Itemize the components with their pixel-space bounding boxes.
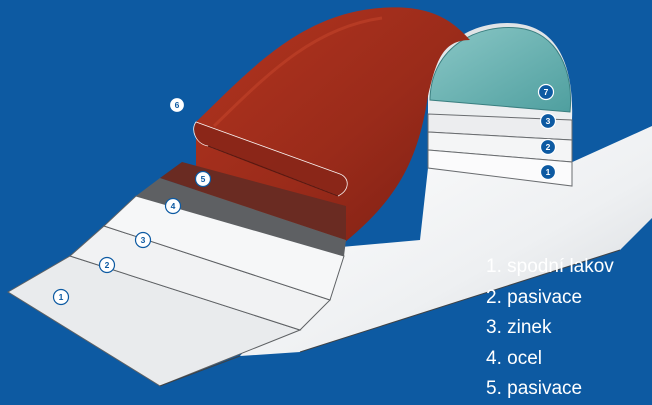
- legend-item-5: 5. pasivace: [486, 378, 583, 399]
- badge-left-2: 2: [98, 256, 116, 274]
- badge-right-3: 3: [539, 112, 557, 130]
- badge-left-4: 4: [164, 197, 182, 215]
- badge-left-5-label: 5: [201, 174, 206, 184]
- red-layer-highlight: [212, 16, 383, 128]
- right-band-1: [427, 149, 573, 187]
- badge-left-3-label: 3: [141, 235, 146, 245]
- badge-left-2-label: 2: [105, 260, 110, 270]
- badge-left-1-label: 1: [59, 292, 64, 302]
- badge-left-1: 1: [52, 288, 70, 306]
- badge-left-6-label: 6: [175, 100, 180, 110]
- badge-left-5: 5: [194, 170, 212, 188]
- legend-item-1: 1. spodní lakov: [486, 256, 614, 277]
- badge-right-2-label: 2: [546, 142, 551, 152]
- badge-left-4-label: 4: [171, 201, 176, 211]
- sheet-outline: [159, 249, 621, 387]
- badge-right-7-label: 7: [544, 87, 549, 97]
- legend-item-2: 2. pasivace: [486, 286, 583, 308]
- legend-item-4: 4. ocel: [486, 347, 542, 369]
- teal-topcoat-layer: [429, 27, 572, 113]
- coil-coating-layers-diagram: 1 2 3 4 5 6 7 3 2 1: [7, 7, 652, 387]
- badge-right-2: 2: [539, 138, 557, 156]
- layer-4-ocel: [136, 178, 346, 256]
- badge-right-3-label: 3: [546, 116, 551, 126]
- badge-left-3: 3: [134, 231, 152, 249]
- layer-legend: 1. spodní lakov 2. pasivace 3. zinek 4. …: [486, 252, 614, 405]
- legend-item-3: 3. zinek: [486, 317, 552, 338]
- badge-right-1: 1: [539, 163, 557, 181]
- badge-left-6: 6: [168, 96, 186, 114]
- badge-right-1-label: 1: [546, 167, 551, 177]
- badge-right-7: 7: [537, 83, 555, 101]
- peeled-layer-6-edge: [207, 145, 339, 197]
